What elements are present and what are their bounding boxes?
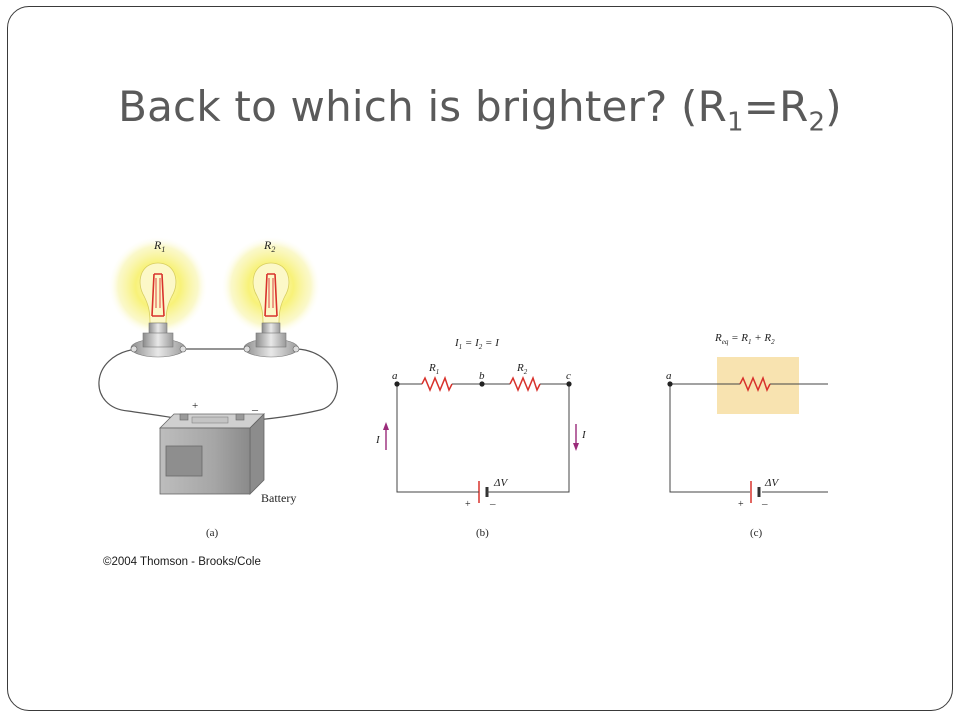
plus-c-label: + (738, 499, 744, 510)
node-c-a-label: a (666, 370, 672, 382)
circuit-figure: R1 R2 + – Battery (a) (98, 236, 828, 539)
node-c-a (667, 381, 673, 387)
resistor-r1-label: R1 (428, 362, 439, 376)
node-b-c-label: c (566, 370, 571, 382)
resistor-r2-label: R2 (516, 362, 528, 376)
current-left-label: I (375, 434, 381, 446)
node-b-b-label: b (479, 370, 485, 382)
panel-c: Req = R1 + R2 a c I ΔV + – (c) (666, 332, 828, 539)
node-b-a-label: a (392, 370, 398, 382)
req-equation: Req = R1 + R2 (714, 332, 775, 346)
node-b-c (566, 381, 572, 387)
caption-c: (c) (750, 527, 763, 539)
current-equation: I1 = I2 = I (454, 337, 500, 351)
req-highlight (717, 357, 799, 414)
battery-plus: + (192, 400, 198, 412)
bulb-r2 (221, 236, 321, 358)
caption-b: (b) (476, 527, 489, 539)
delta-v-b-label: ΔV (493, 477, 508, 489)
bulb-r2-label: R2 (263, 238, 275, 254)
plus-b-label: + (465, 499, 471, 510)
slide-title: Back to which is brighter? (R1=R2) (118, 82, 842, 138)
caption-a: (a) (206, 527, 219, 539)
minus-b-label: – (489, 498, 496, 510)
panel-b: I1 = I2 = I a b c R1 R2 I (375, 337, 587, 539)
battery-minus: – (251, 402, 259, 416)
bulb-r1 (108, 236, 208, 358)
current-arrow-down (573, 424, 579, 451)
resistor-r1 (421, 375, 453, 392)
resistor-r2 (509, 375, 541, 392)
minus-c-label: – (761, 498, 768, 510)
delta-v-c-label: ΔV (764, 477, 779, 489)
panel-a: R1 R2 + – Battery (a) (98, 236, 338, 539)
resistor-req (739, 375, 771, 392)
wire-right (255, 348, 338, 421)
bulb-r1-label: R1 (153, 238, 165, 254)
node-b-b (479, 381, 485, 387)
battery (159, 413, 265, 495)
current-right-label: I (581, 429, 587, 441)
copyright-credit: ©2004 Thomson - Brooks/Cole (103, 556, 261, 568)
wire-left (98, 348, 186, 421)
battery-label: Battery (261, 491, 296, 505)
current-arrow-up (383, 422, 389, 450)
node-b-a (394, 381, 400, 387)
